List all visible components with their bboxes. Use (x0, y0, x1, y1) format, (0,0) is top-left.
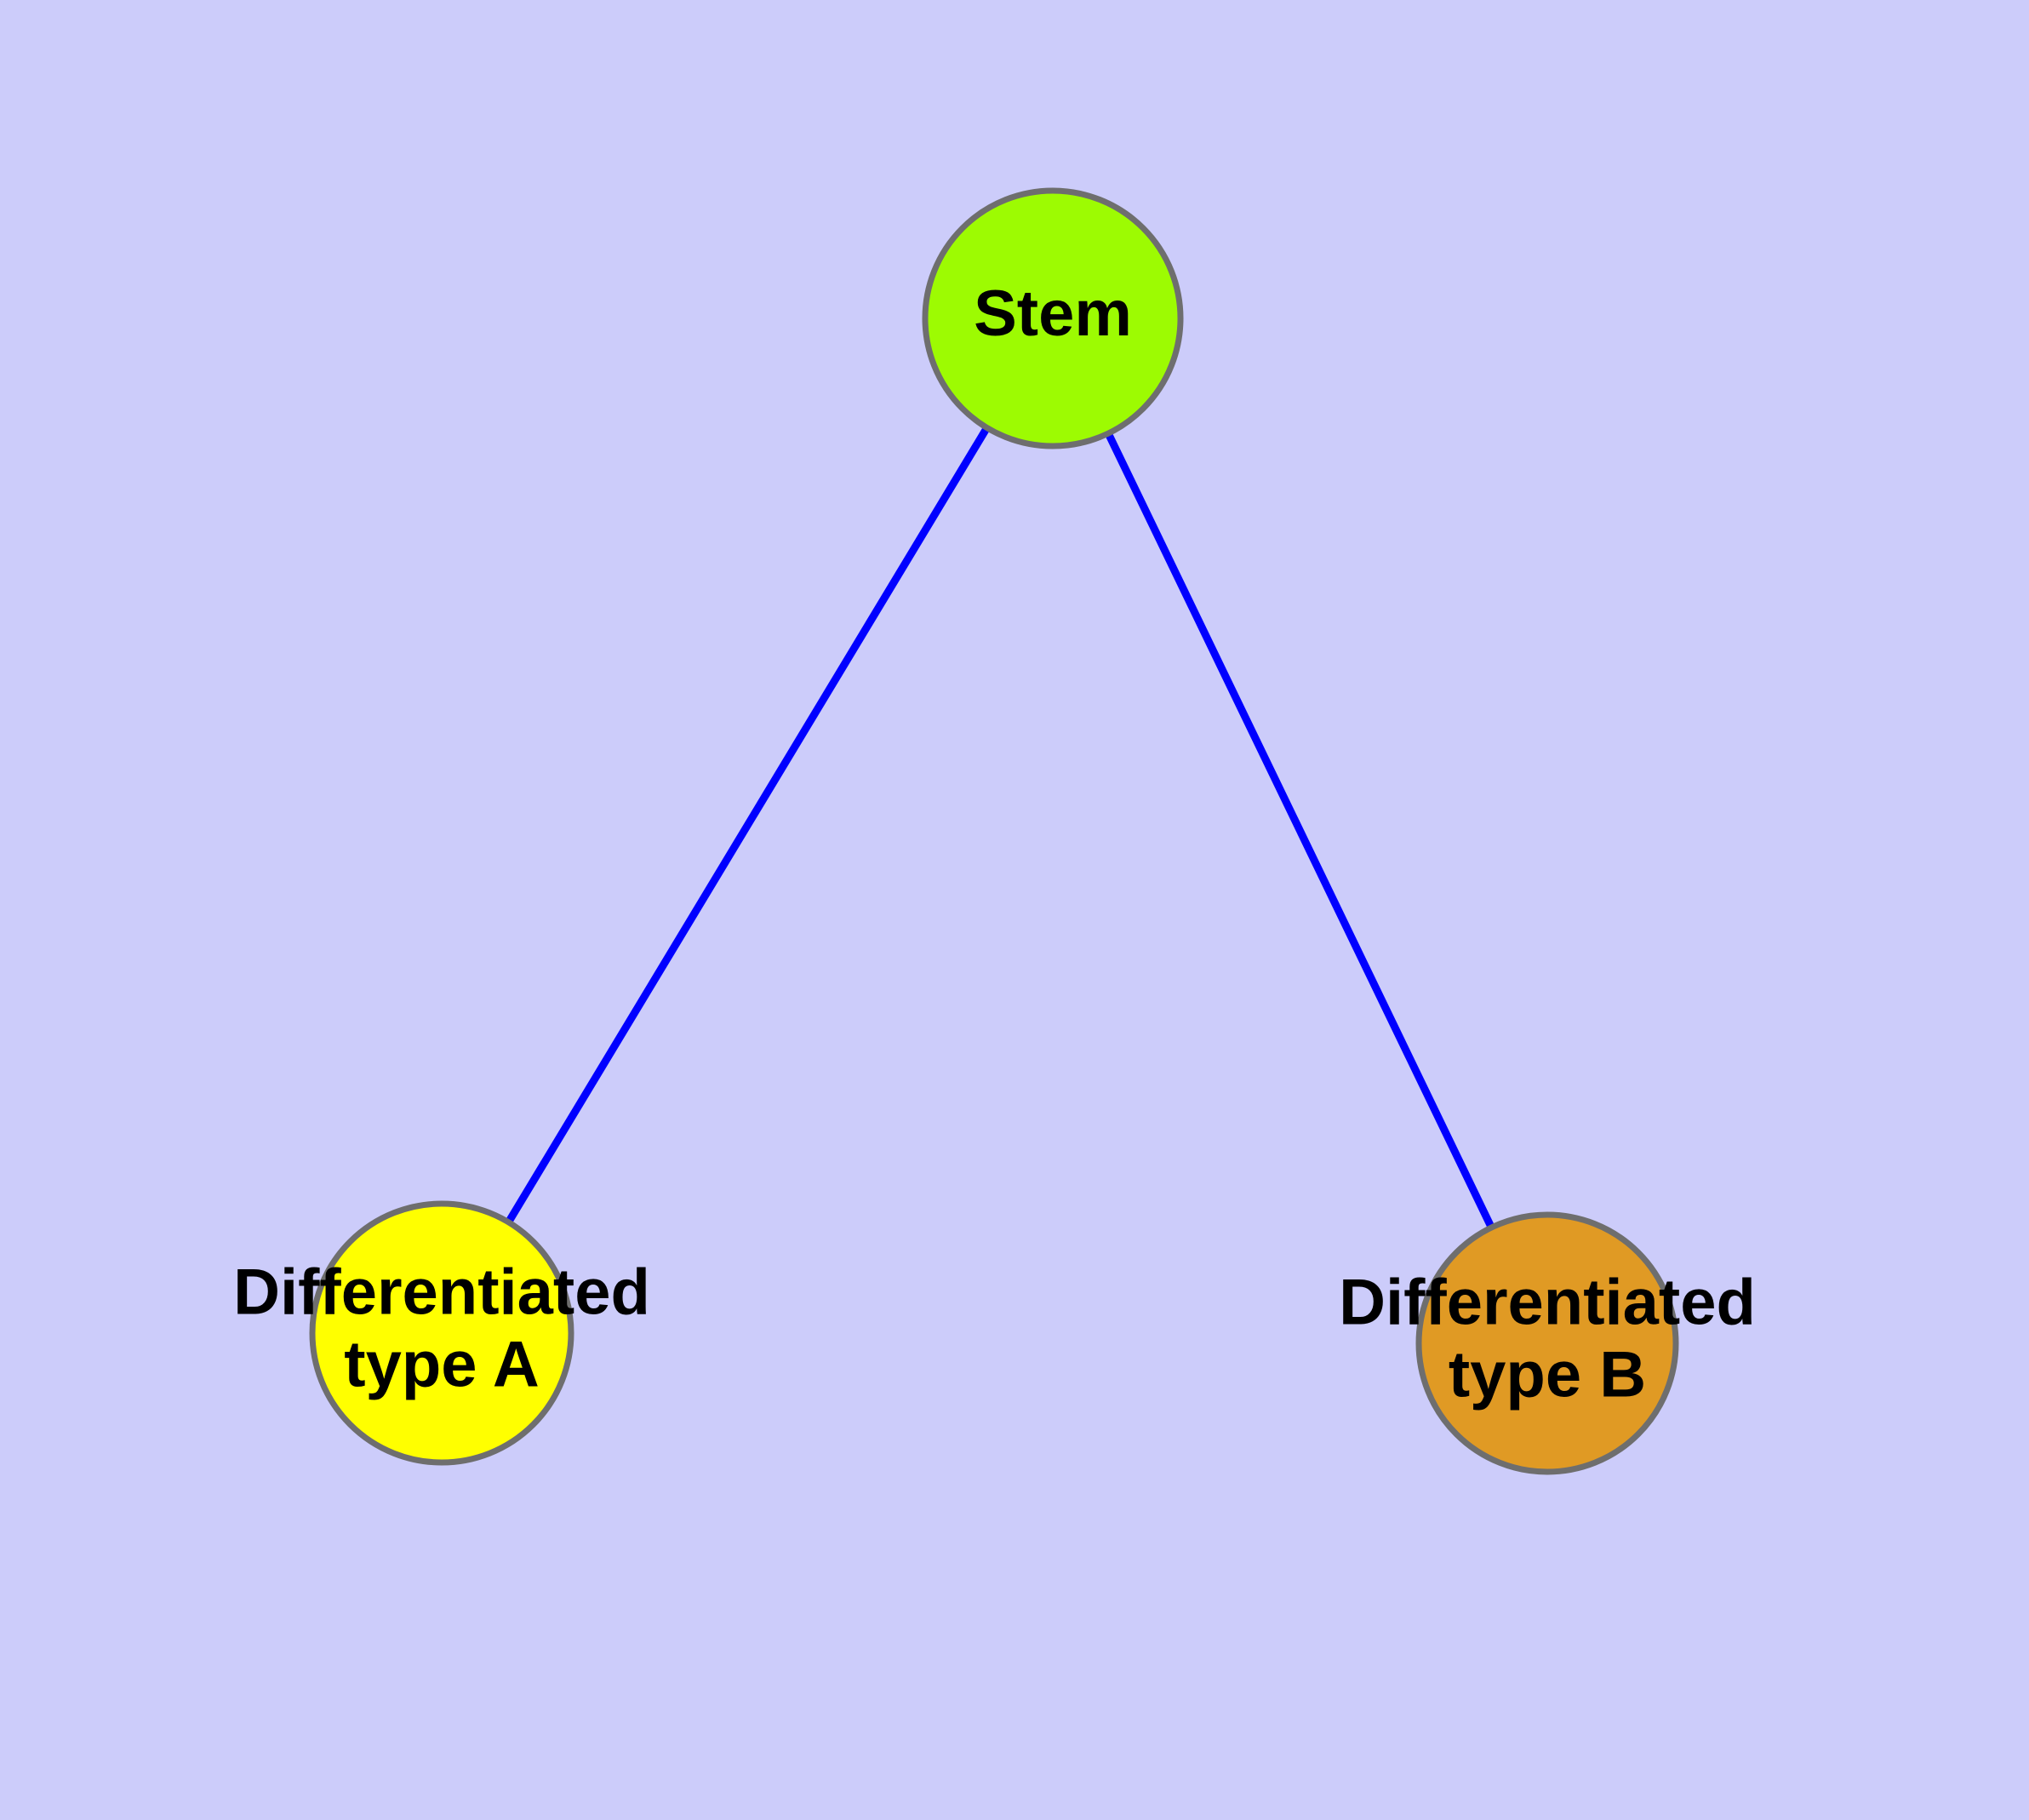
node-diff_a[interactable] (309, 1200, 574, 1466)
node-stem[interactable] (922, 187, 1184, 449)
node-label-diff_b-line-2: type B (1449, 1339, 1646, 1411)
node-diff_b[interactable] (1415, 1211, 1679, 1475)
node-label-diff_b-line-1: Differentiated (1339, 1267, 1756, 1339)
node-label-stem: Stem (974, 278, 1132, 350)
nodes-layer (309, 187, 1679, 1475)
node-label-diff_a-line-1: Differentiated (233, 1256, 650, 1329)
node-label-diff_a-line-2: type A (344, 1329, 539, 1401)
edges-layer (506, 426, 1495, 1228)
edge-stem-to-diff-b (1106, 432, 1495, 1228)
edge-stem-to-diff-a (506, 426, 990, 1223)
